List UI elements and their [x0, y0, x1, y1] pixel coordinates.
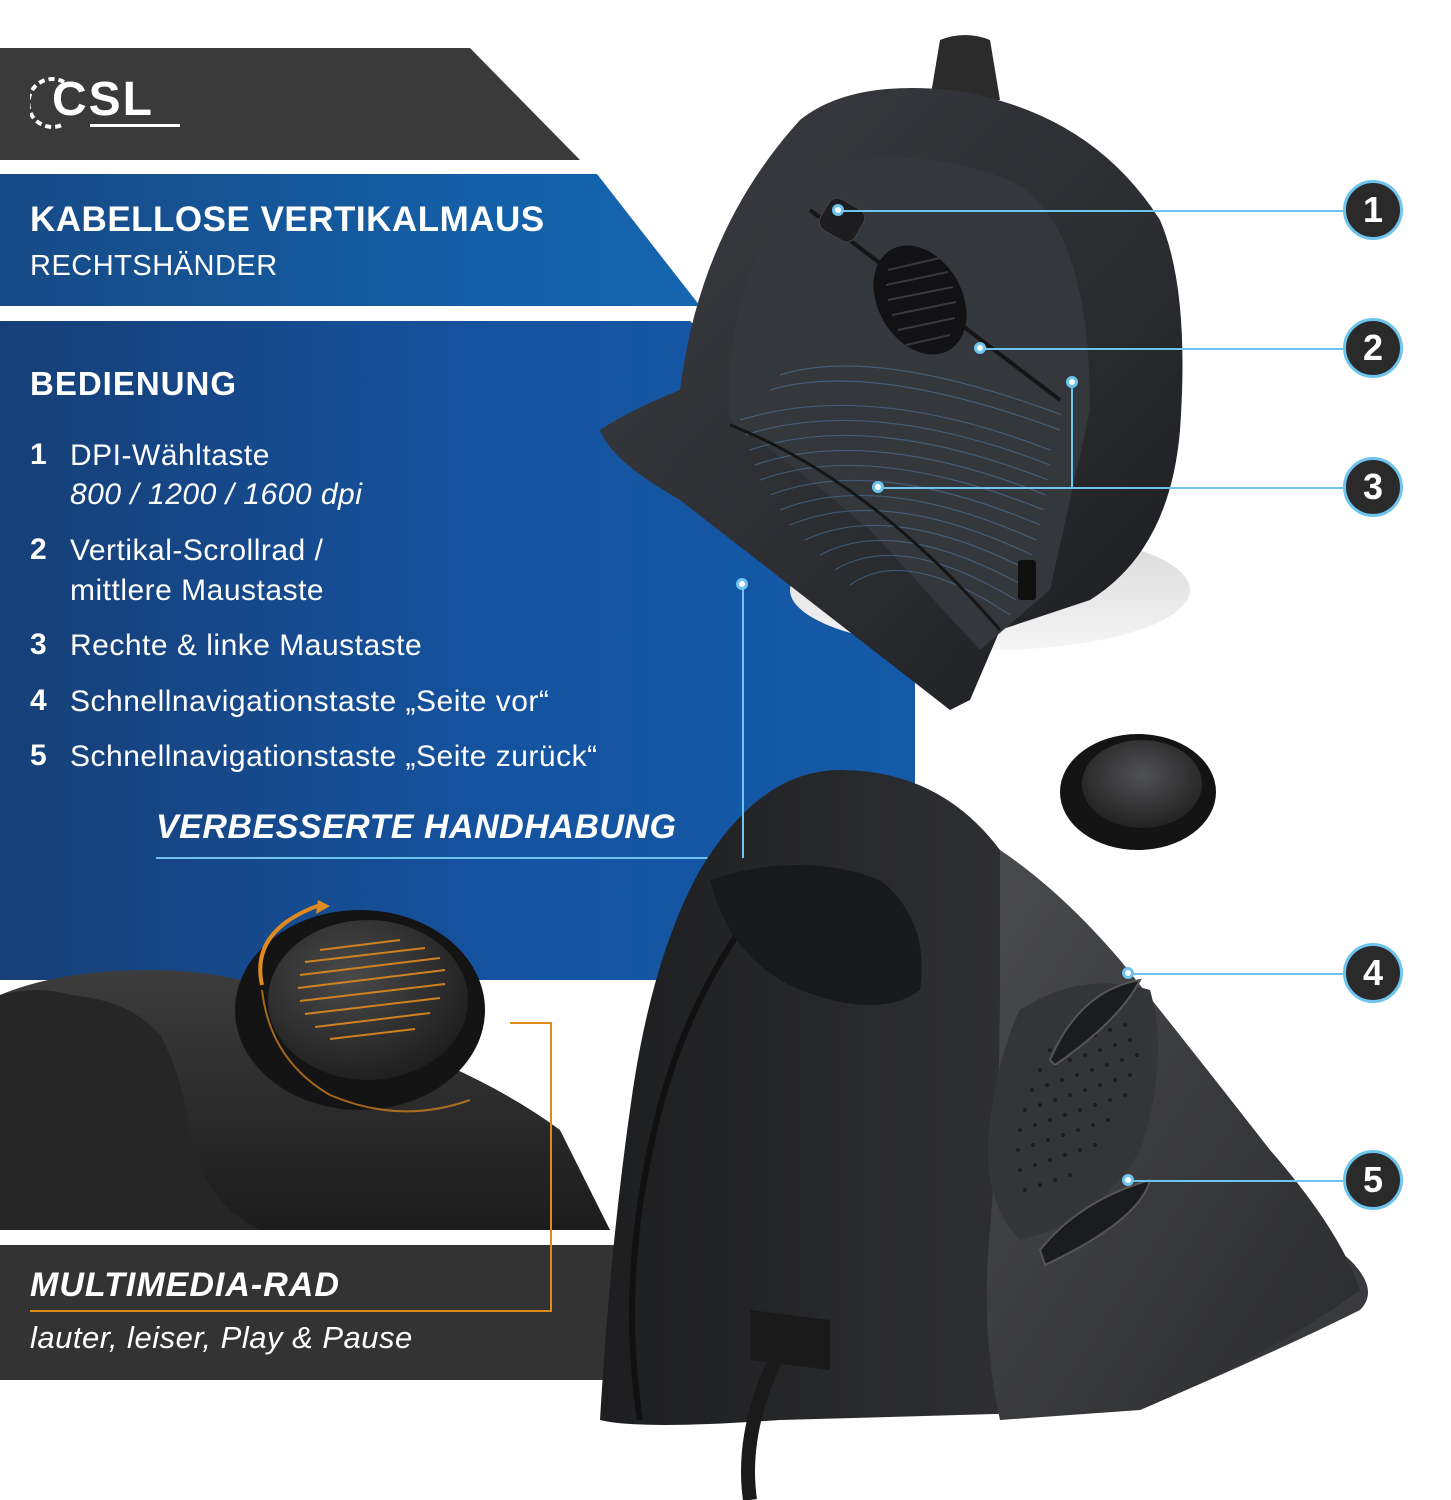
feature-label: Schnellnavigationstaste „Seite zurück“ [70, 740, 598, 773]
logo-underline [90, 124, 180, 127]
feature-number: 3 [30, 628, 47, 661]
feature-detail: 800 / 1200 / 1600 dpi [70, 478, 363, 511]
callout-line-2 [980, 348, 1346, 350]
callout-line-3-branch [1071, 382, 1073, 488]
feature-number: 1 [30, 438, 47, 471]
callout-dot-5 [1122, 1174, 1134, 1186]
feature-label: Rechte & linke Maustaste [70, 629, 423, 662]
section-title: BEDIENUNG [30, 365, 238, 402]
multimedia-band [0, 1245, 615, 1380]
callout-dot-3b [1066, 376, 1078, 388]
product-subtitle: RECHTSHÄNDER [30, 250, 278, 282]
callout-dot-4 [1122, 967, 1134, 979]
multimedia-wheel-photo [0, 900, 610, 1230]
multimedia-subtitle: lauter, leiser, Play & Pause [30, 1320, 413, 1355]
callout-dot-1 [832, 204, 844, 216]
logo-band [0, 48, 580, 160]
mouse-side-photo [600, 734, 1368, 1500]
feature-detail: mittlere Maustaste [70, 574, 325, 607]
callout-line-3 [878, 487, 1346, 489]
multimedia-title: MULTIMEDIA-RAD [30, 1266, 340, 1304]
highlight-text: VERBESSERTE HANDHABUNG [156, 808, 677, 846]
highlight-connector [742, 583, 744, 858]
logo-gear-icon [30, 77, 65, 129]
callout-line-4 [1128, 973, 1346, 975]
callout-line-5 [1128, 1180, 1346, 1182]
callout-badge-2: 2 [1343, 318, 1403, 378]
highlight-dot [736, 578, 748, 590]
callout-badge-3: 3 [1343, 457, 1403, 517]
product-title: KABELLOSE VERTIKALMAUS [30, 200, 545, 239]
multimedia-connector-top [510, 1022, 552, 1024]
callout-line-1 [838, 210, 1346, 212]
callout-badge-5: 5 [1343, 1150, 1403, 1210]
feature-number: 2 [30, 533, 47, 566]
feature-label: DPI-Wähltaste [70, 439, 270, 472]
callout-dot-2 [974, 342, 986, 354]
csl-logo: CSL [30, 68, 180, 138]
multimedia-underline [30, 1310, 552, 1312]
logo-text: CSL [52, 73, 154, 126]
multimedia-connector-vertical [550, 1022, 552, 1312]
feature-label: Vertikal-Scrollrad / [70, 534, 324, 567]
feature-number: 4 [30, 684, 47, 717]
highlight-underline [156, 857, 744, 859]
mouse-front-photo [600, 35, 1190, 710]
feature-number: 5 [30, 739, 47, 772]
callout-badge-4: 4 [1343, 943, 1403, 1003]
title-band [0, 174, 700, 306]
callout-badge-1: 1 [1343, 180, 1403, 240]
callout-dot-3 [872, 481, 884, 493]
feature-label: Schnellnavigationstaste „Seite vor“ [70, 685, 550, 718]
